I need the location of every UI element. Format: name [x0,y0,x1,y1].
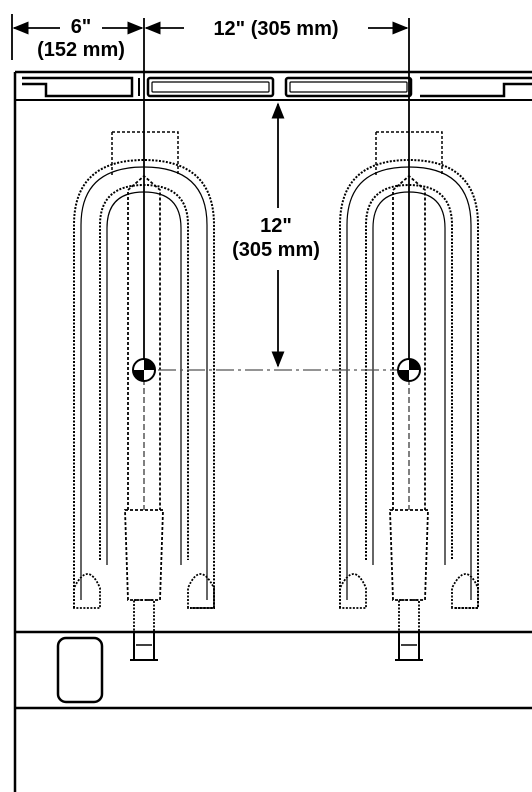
dim-left-offset-in: 6" [71,16,92,38]
burner-right [339,18,479,661]
dim-vertical-offset-mm: (305 mm) [232,239,320,261]
center-target-right [397,358,421,382]
center-target-left [132,358,156,382]
dim-burner-spacing: 12" (305 mm) [213,18,338,40]
dimension-lines [11,14,409,368]
dim-vertical-offset-in: 12" [260,215,292,237]
control-knob [56,636,104,704]
dim-left-offset-mm: (152 mm) [37,39,125,61]
range-outline [13,70,532,792]
top-trim-slots [22,76,532,98]
burner-left [73,18,215,661]
